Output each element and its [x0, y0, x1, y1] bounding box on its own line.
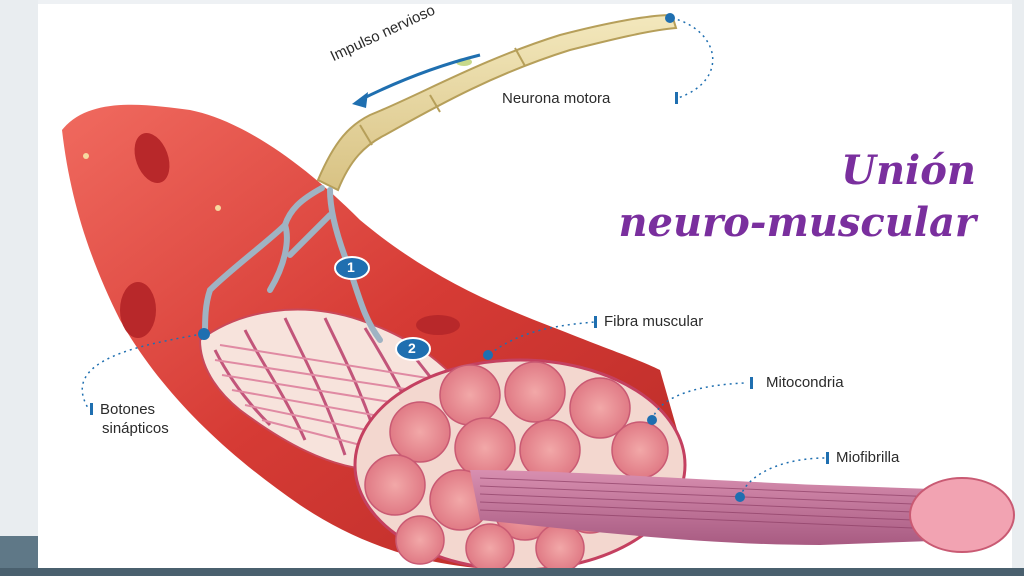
synaptic-buttons-label-1: Botones [100, 401, 156, 418]
impulse-arrow [359, 53, 481, 102]
myofibril-end [909, 477, 1015, 553]
motor-neuron-axon [316, 13, 678, 192]
myofibril-strand [470, 470, 960, 545]
motor-neuron-label: Neurona motora [502, 90, 611, 107]
title-line-1: Unión [841, 147, 976, 194]
mitochondria-label: Mitocondria [766, 374, 844, 391]
nucleus [416, 315, 460, 335]
slide-title: Unión neuro-muscular [618, 145, 976, 249]
left-margin [0, 0, 38, 576]
myofibril-label: Miofibrilla [836, 449, 900, 466]
myofibril-lines [479, 477, 961, 531]
nucleus [120, 282, 156, 338]
axon-terminals [202, 185, 383, 343]
footer-strip [0, 568, 1024, 576]
right-margin [1012, 0, 1024, 576]
marker-1-label: 1 [347, 259, 355, 275]
muscle-fiber-label: Fibra muscular [604, 313, 704, 330]
nucleus [134, 132, 170, 184]
marker-2-label: 2 [408, 340, 416, 356]
title-line-2: neuro-muscular [618, 199, 976, 246]
synaptic-buttons-label-2: sinápticos [102, 420, 169, 437]
marker-1 [334, 256, 370, 280]
marker-2 [395, 337, 431, 361]
